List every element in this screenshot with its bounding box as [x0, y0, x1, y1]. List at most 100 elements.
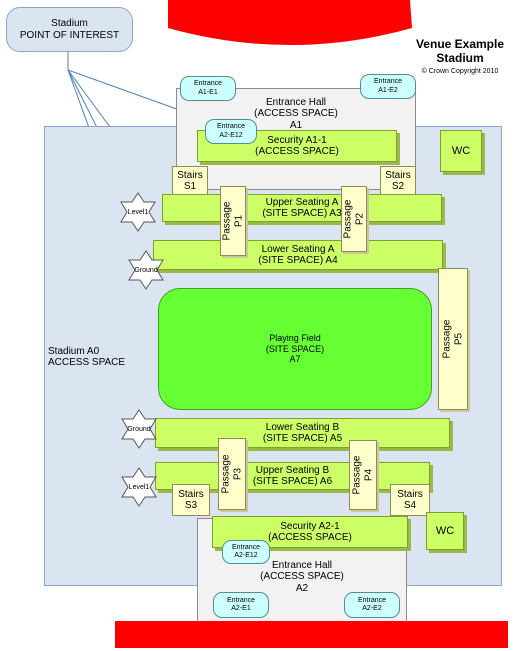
level-label-ground-bottom: Ground — [127, 425, 151, 433]
passage-p3-line2: P3 — [232, 467, 243, 481]
passage-p5-label: Passage P5 — [442, 320, 465, 359]
passage-p3: Passage P3 — [218, 438, 246, 510]
security-a1-1-line2: (ACCESS SPACE) — [255, 146, 339, 157]
star-icon — [128, 250, 164, 290]
wc-top: WC — [440, 130, 482, 172]
entrance-a2-e12-top-line1: Entrance — [216, 123, 246, 131]
star-icon — [120, 192, 156, 232]
star-icon — [121, 467, 157, 507]
upper-seating-a-line2: (SITE SPACE) A3 — [262, 208, 342, 219]
entrance-a1-e2-line2: A1-E2 — [378, 86, 398, 94]
passage-p5: Passage P5 — [438, 268, 468, 410]
entrance-hall-a1-line2: (ACCESS SPACE) — [254, 108, 338, 120]
security-a1-1-line1: Security A1-1 — [267, 134, 327, 146]
level-label-level1-bottom: Level1 — [128, 483, 150, 491]
lower-seating-a: Lower Seating A (SITE SPACE) A4 — [153, 240, 443, 270]
wc-top-label: WC — [451, 144, 471, 157]
level-marker-level1-top: Level1 — [117, 191, 159, 233]
stadium-label: Stadium A0 ACCESS SPACE — [48, 343, 128, 371]
passage-p1-line1: Passage — [221, 201, 233, 241]
venue-title: Venue Example Stadium © Crown Copyright … — [405, 27, 515, 87]
upper-seating-a-line1: Upper Seating A — [265, 196, 339, 208]
entrance-hall-a1-line3: A1 — [289, 119, 303, 131]
entrance-a2-e2[interactable]: Entrance A2-E2 — [344, 592, 400, 618]
entrance-hall-a1-line1: Entrance Hall — [265, 96, 327, 108]
entrance-hall-a1-label: Entrance Hall (ACCESS SPACE) A1 — [176, 95, 416, 133]
lower-seating-b-line2: (SITE SPACE) A5 — [262, 433, 343, 444]
passage-p5-line1: Passage — [441, 319, 453, 359]
entrance-hall-a2-line3: A2 — [295, 582, 309, 594]
stairs-s3-line2: S3 — [184, 500, 198, 511]
point-of-interest-callout: Stadium POINT OF INTEREST — [6, 7, 133, 52]
passage-p3-label: Passage P3 — [221, 455, 244, 494]
stairs-s1-line2: S1 — [183, 181, 197, 192]
entrance-a2-e1-line2: A2-E1 — [231, 605, 251, 612]
passage-p4-line1: Passage — [351, 455, 363, 495]
poi-line2: POINT OF INTEREST — [19, 29, 120, 41]
upper-seating-b-line2: (SITE SPACE) A6 — [252, 476, 333, 487]
stairs-s2: Stairs S2 — [380, 166, 416, 196]
entrance-hall-a2-line2: (ACCESS SPACE) — [260, 571, 344, 583]
entrance-a2-e2-line1: Entrance — [357, 596, 387, 604]
stairs-s2-line1: Stairs — [385, 169, 411, 181]
wc-bottom-label: WC — [435, 524, 455, 537]
passage-p4-line2: P4 — [363, 468, 374, 482]
copyright-text: © Crown Copyright 2010 — [421, 67, 499, 75]
entrance-a2-e12-top-line2: A2-E12 — [219, 131, 243, 139]
level-label-ground-top: Ground — [134, 266, 158, 274]
entrance-a2-e1-line1: Entrance — [226, 596, 256, 604]
entrance-hall-a2-line1: Entrance Hall — [271, 559, 333, 571]
level-marker-ground-bottom: Ground — [118, 408, 160, 450]
bottom-stand — [115, 621, 508, 648]
passage-p2-label: Passage P2 — [343, 200, 366, 239]
level-marker-level1-bottom: Level1 — [118, 466, 160, 508]
stairs-s3-line1: Stairs — [178, 488, 204, 500]
stairs-s1-line1: Stairs — [177, 169, 203, 181]
wc-bottom: WC — [426, 512, 464, 550]
stadium-label-line2: ACCESS SPACE — [48, 357, 126, 368]
top-stand — [168, 0, 412, 45]
entrance-a1-e1-line2: A1-E1 — [198, 88, 218, 96]
level-marker-ground-top: Ground — [125, 249, 167, 291]
entrance-a2-e12-top[interactable]: Entrance A2-E12 — [205, 119, 257, 144]
entrance-a2-e12-bottom[interactable]: Entrance A2-E12 — [222, 540, 270, 564]
security-a2-1-line1: Security A2-1 — [280, 520, 340, 532]
title-line2: Stadium — [436, 50, 484, 65]
passage-p2: Passage P2 — [341, 186, 367, 252]
star-icon — [121, 409, 157, 449]
stairs-s1: Stairs S1 — [172, 166, 208, 196]
entrance-a2-e12-bottom-line2: A2-E12 — [234, 552, 258, 559]
stairs-s2-line2: S2 — [391, 181, 405, 192]
entrance-a2-e2-line2: A2-E2 — [362, 605, 382, 612]
level-label-level1-top: Level1 — [127, 208, 149, 216]
playing-field-line2: (SITE SPACE) — [265, 343, 325, 354]
lower-seating-b-line1: Lower Seating B — [265, 421, 340, 433]
stairs-s3: Stairs S3 — [172, 484, 210, 516]
lower-seating-b: Lower Seating B (SITE SPACE) A5 — [155, 418, 450, 448]
stairs-s4: Stairs S4 — [390, 484, 430, 516]
passage-p4: Passage P4 — [349, 440, 377, 510]
passage-p1: Passage P1 — [220, 186, 246, 256]
title-line1: Venue Example — [415, 37, 505, 52]
passage-p2-line2: P2 — [354, 212, 365, 226]
stadium-label-line1: Stadium A0 — [48, 345, 100, 357]
entrance-hall-a2-label: Entrance Hall (ACCESS SPACE) A2 — [197, 557, 407, 597]
entrance-a1-e1-line1: Entrance — [193, 80, 223, 88]
playing-field-line1: Playing Field — [269, 333, 321, 344]
entrance-a2-e12-bottom-line1: Entrance — [231, 543, 261, 551]
entrance-a1-e1[interactable]: Entrance A1-E1 — [180, 76, 236, 101]
entrance-a2-e1[interactable]: Entrance A2-E1 — [213, 592, 269, 618]
poi-line1: Stadium — [51, 18, 88, 29]
passage-p1-label: Passage P1 — [222, 202, 245, 241]
passage-p1-line2: P1 — [233, 214, 244, 228]
passage-p2-line1: Passage — [342, 199, 354, 239]
lower-seating-a-line1: Lower Seating A — [261, 243, 335, 255]
upper-seating-a: Upper Seating A (SITE SPACE) A3 — [162, 194, 442, 222]
entrance-a1-e2[interactable]: Entrance A1-E2 — [360, 74, 416, 99]
playing-field-line3: A7 — [289, 354, 301, 365]
stairs-s4-line2: S4 — [403, 500, 417, 511]
security-a2-1-line2: (ACCESS SPACE) — [268, 532, 352, 543]
stairs-s4-line1: Stairs — [397, 488, 423, 500]
playing-field: Playing Field (SITE SPACE) A7 — [158, 288, 432, 410]
upper-seating-b-line1: Upper Seating B — [255, 464, 330, 476]
